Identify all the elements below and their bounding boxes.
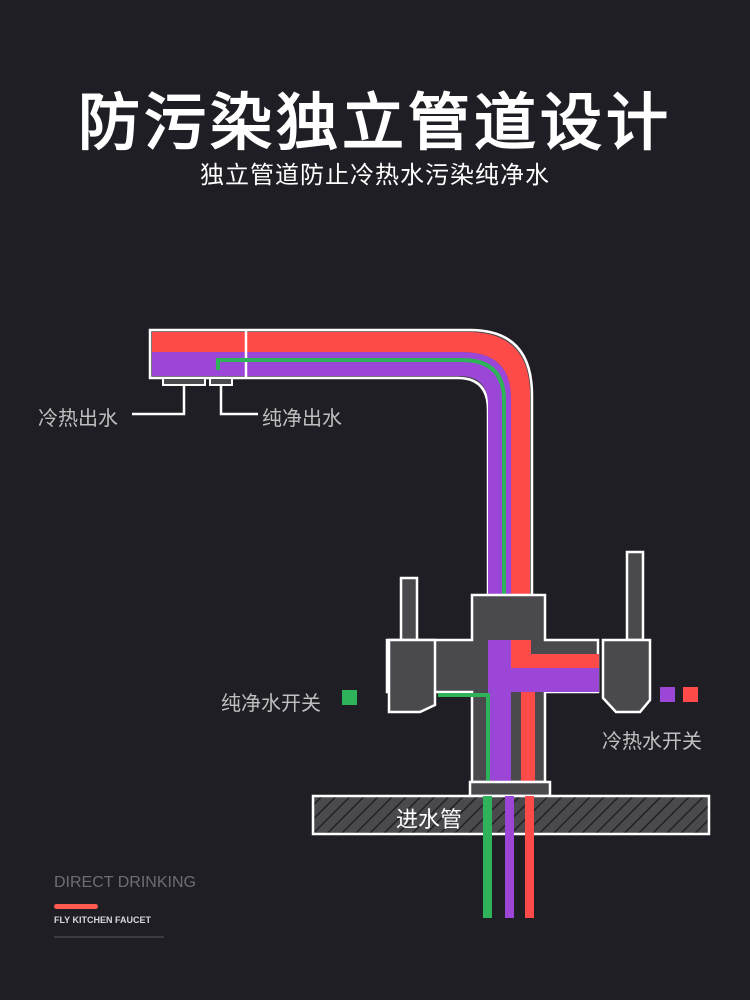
hot-cold-outlet-label: 冷热出水 xyxy=(38,406,118,430)
cold-water-channel xyxy=(152,352,511,640)
pure-legend-square xyxy=(342,690,357,705)
hot-water-vertical xyxy=(521,692,535,782)
hot-cold-switch-lever xyxy=(625,550,645,642)
page-title: 防污染独立管道设计 xyxy=(77,86,672,159)
pure-nozzle xyxy=(209,377,233,386)
pure-switch-label: 纯净水开关 xyxy=(221,691,321,715)
pure-switch-handle xyxy=(387,638,437,714)
inlet-pipe-label: 进水管 xyxy=(396,808,463,833)
faucet-collar xyxy=(468,780,552,798)
cold-legend-square xyxy=(660,687,675,702)
pure-switch-lever xyxy=(399,576,419,642)
pure-water-line xyxy=(216,358,506,657)
hot-cold-nozzle xyxy=(162,377,206,386)
hot-inlet-pipe xyxy=(525,796,534,918)
brand-title: DIRECT DRINKING xyxy=(54,874,196,891)
brand-subtitle: FLY KITCHEN FAUCET xyxy=(54,915,152,925)
brand-fine-print-line xyxy=(54,936,164,938)
hot-cold-switch-label: 冷热水开关 xyxy=(602,729,702,753)
cold-water-vertical xyxy=(488,640,511,782)
page-subtitle: 独立管道防止冷热水污染纯净水 xyxy=(200,161,550,189)
pure-outlet-label: 纯净出水 xyxy=(262,406,342,430)
hot-legend-square xyxy=(683,687,698,702)
cold-inlet-pipe xyxy=(505,796,514,918)
pure-outlet-pointer xyxy=(219,386,258,416)
hot-cold-switch-handle xyxy=(601,638,652,714)
pure-inlet-pipe xyxy=(483,796,492,918)
brand-accent-bar xyxy=(54,904,98,909)
hot-cold-outlet-pointer xyxy=(132,386,186,416)
